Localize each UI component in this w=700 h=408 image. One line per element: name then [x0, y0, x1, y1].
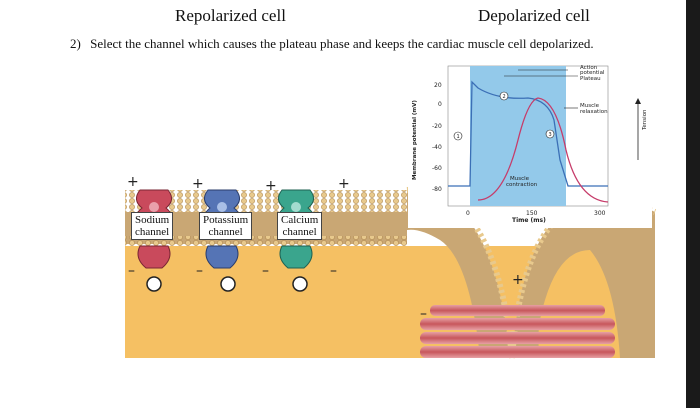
question-prompt: Select the channel which causes the plat… — [90, 36, 594, 51]
window-edge — [686, 0, 700, 408]
inside-charges: – – – – – — [128, 263, 427, 322]
phase-mark-1: 1 — [457, 134, 460, 140]
x-tick: 300 — [594, 210, 606, 217]
repolarized-cell-title: Repolarized cell — [175, 6, 286, 25]
svg-text:–: – — [420, 306, 427, 322]
potassium-channel-label[interactable]: Potassium channel — [199, 212, 253, 240]
y-axis-label: Membrane potential (mV) — [412, 100, 418, 180]
action-potential-line — [448, 80, 608, 187]
x-tick: 0 — [466, 210, 470, 217]
outside-charges: + + + + + — [127, 174, 524, 288]
calcium-channel-label[interactable]: Calcium channel — [277, 212, 323, 240]
tension-line — [477, 97, 609, 203]
svg-text:–: – — [128, 263, 135, 279]
sodium-channel-label[interactable]: Sodium channel — [131, 212, 174, 240]
question-number: 2) — [70, 36, 81, 51]
y-tick: 0 — [438, 101, 442, 108]
tension-label: Tension — [642, 109, 648, 131]
legend-plateau: Plateau — [580, 76, 601, 82]
legend-muscle-relaxation: Muscle — [580, 103, 600, 109]
svg-text:–: – — [330, 263, 337, 279]
cell-membrane — [125, 190, 407, 246]
svg-text:–: – — [262, 263, 269, 279]
phase-mark-2: 2 — [503, 94, 506, 100]
calcium-label-line1: Calcium — [281, 214, 319, 226]
potassium-label-line2: channel — [208, 226, 243, 238]
action-potential-graph: 20 0 -20 -40 -60 -80 0 150 300 Time (ms)… — [408, 60, 652, 228]
svg-text:+: + — [338, 176, 350, 192]
calcium-label-line2: channel — [282, 226, 317, 238]
y-tick: -60 — [432, 165, 442, 172]
question-text: 2) Select the channel which causes the p… — [70, 36, 594, 52]
contraction-label: Muscle — [510, 176, 530, 182]
legend-action-potential: Action — [580, 65, 598, 71]
contraction-label-2: contraction — [506, 182, 538, 188]
legend-action-potential-2: potential — [580, 70, 605, 76]
muscle-fibers — [420, 305, 615, 358]
y-tick: -40 — [432, 144, 442, 151]
y-tick: -80 — [432, 186, 442, 193]
sodium-label-line1: Sodium — [135, 214, 170, 226]
svg-text:+: + — [127, 174, 139, 190]
legend-muscle-relaxation-2: relaxation — [580, 109, 608, 115]
svg-text:–: – — [196, 263, 203, 279]
svg-text:+: + — [192, 176, 204, 192]
depolarized-cell-title: Depolarized cell — [478, 6, 590, 25]
sodium-label-line2: channel — [135, 226, 170, 238]
y-tick: -20 — [432, 123, 442, 130]
svg-text:+: + — [512, 272, 524, 288]
x-axis-label: Time (ms) — [512, 217, 546, 224]
y-tick: 20 — [434, 82, 442, 89]
phase-mark-3: 3 — [549, 132, 552, 138]
potassium-label-line1: Potassium — [203, 214, 249, 226]
x-tick: 150 — [526, 210, 538, 217]
svg-text:+: + — [265, 178, 277, 194]
